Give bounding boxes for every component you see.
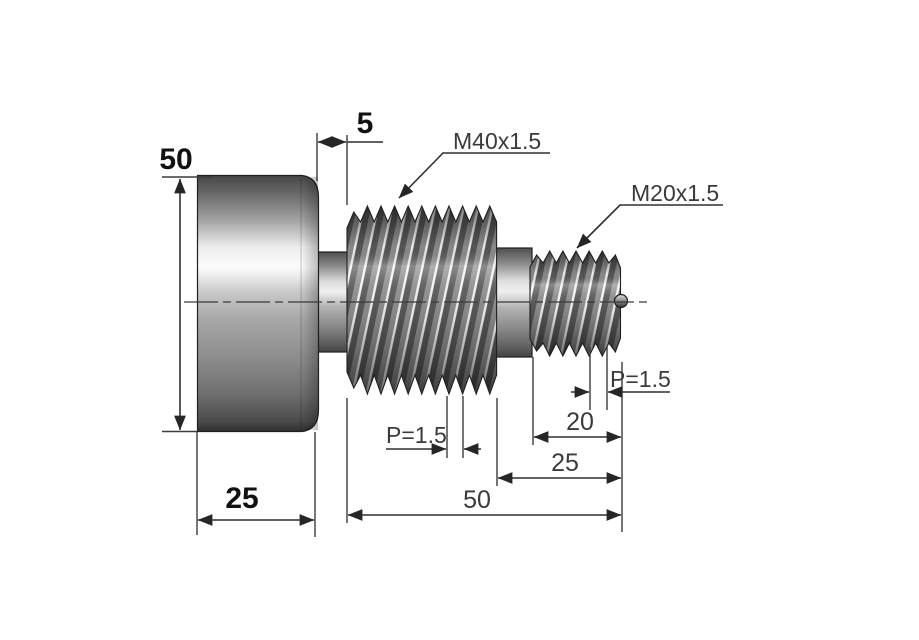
shaft-tip-ball [613, 293, 629, 309]
minor-thread-label: M20x1.5 [631, 180, 719, 206]
minor-thread-leader [576, 204, 723, 249]
dim-minor-length-label: 20 [566, 408, 594, 436]
dim-head-diameter-label: 50 [159, 143, 192, 176]
head-edge-shading [301, 177, 318, 430]
dim-thread-length-label: 50 [463, 486, 491, 514]
dim-head-length-label: 25 [225, 482, 258, 515]
major-thread-leader [398, 152, 550, 199]
dim-major-pitch-label: P=1.5 [386, 422, 447, 448]
dim-minor-pitch-label: P=1.5 [610, 366, 671, 392]
shaft-head [196, 174, 320, 433]
major-thread-section [346, 205, 498, 395]
major-thread-label: M40x1.5 [453, 128, 541, 154]
minor-thread-section [529, 250, 622, 357]
dim-neck-length-label: 5 [357, 107, 374, 140]
dim-step-length-label: 25 [551, 449, 579, 477]
